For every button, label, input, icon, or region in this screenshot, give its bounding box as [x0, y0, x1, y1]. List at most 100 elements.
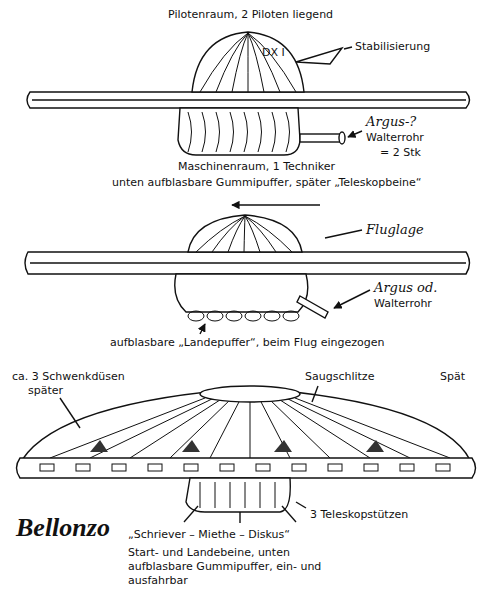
landing-puffer [264, 311, 280, 321]
annotation-label: DX I [262, 46, 285, 60]
rim-opening [400, 464, 414, 471]
hull-rib [245, 482, 246, 508]
rim-line [30, 262, 466, 263]
hull-rib [215, 482, 216, 508]
flight-direction-arrow [232, 204, 320, 205]
annotation-label: 3 Teleskopstützen [310, 508, 408, 522]
middle-saucer [25, 205, 470, 334]
leader-line [296, 502, 306, 508]
panel-line [295, 398, 450, 458]
disc-rim [25, 252, 470, 274]
landing-puffer [245, 311, 261, 321]
panel-line [277, 398, 370, 458]
rib-line [232, 33, 248, 92]
rim-opening [112, 464, 126, 471]
leader-line [344, 47, 352, 49]
rim-opening [364, 464, 378, 471]
annotation-label: unten aufblasbare Gummipuffer, später „T… [112, 176, 422, 190]
annotation-label: Maschinenraum, 1 Techniker [178, 160, 335, 174]
annotation-label: Stabilisierung [355, 40, 430, 54]
panel-line [286, 398, 410, 458]
annotation-label: Walterrohr [366, 131, 424, 145]
annotation-label: später [28, 384, 63, 398]
rim-opening [40, 464, 54, 471]
rim-opening [256, 464, 270, 471]
hull-rib [230, 482, 231, 508]
annotation-label: Walterrohr [374, 297, 432, 311]
puffer-segment [272, 112, 276, 152]
rib-line [248, 33, 296, 92]
rim-openings [40, 464, 450, 471]
rim-opening [292, 464, 306, 471]
landing-leg [184, 506, 198, 522]
stabilizer-fin [296, 48, 342, 64]
annotation-label: aufblasbare „Landepuffer“, beim Flug ein… [110, 336, 384, 350]
disc-rim [27, 92, 470, 108]
puffer-segment [244, 112, 248, 152]
landing-puffer [283, 311, 299, 321]
rib-line [248, 33, 249, 92]
landing-puffer [188, 311, 204, 321]
disc-rim [17, 458, 476, 478]
rib-line [196, 216, 245, 252]
panel-line [268, 398, 330, 458]
rib-line [244, 216, 245, 252]
annotation-label: Saugschlitze [305, 370, 374, 384]
rib-line [245, 216, 260, 252]
hull-panels [50, 398, 450, 458]
pilot-dome [192, 32, 304, 92]
landing-leg [239, 512, 240, 523]
rib-line [245, 216, 292, 252]
top-cap [200, 386, 300, 402]
hull-rib [200, 482, 201, 508]
rib-line [228, 216, 245, 252]
landing-puffers [188, 311, 299, 321]
walter-tube [297, 296, 328, 318]
leader-arrow [334, 290, 370, 308]
rib-line [248, 33, 264, 92]
rib-line [248, 33, 280, 92]
annotation-label: Spät [440, 370, 465, 384]
annotation-label: = 2 Stk [380, 146, 421, 160]
rib-line [212, 216, 245, 252]
landing-puffer [207, 311, 223, 321]
panel-line [130, 398, 223, 458]
panel-line [210, 398, 241, 458]
leader-arrow [348, 131, 362, 137]
drawing-title: Bellonzo [16, 512, 110, 545]
rim-opening [436, 464, 450, 471]
nozzle-window [90, 440, 108, 452]
panel-line [90, 398, 214, 458]
rim-opening [184, 464, 198, 471]
leader-line [312, 386, 318, 402]
rib-line [200, 33, 248, 92]
panel-line [250, 398, 251, 458]
rim-opening [148, 464, 162, 471]
pilot-dome [188, 215, 302, 252]
engine-room [178, 108, 300, 155]
puffer-segment [286, 112, 290, 152]
top-saucer [27, 32, 470, 155]
leader-line [60, 398, 80, 428]
puffer-segment [258, 112, 262, 152]
rim-opening [76, 464, 90, 471]
engine-ribs [188, 112, 290, 152]
annotation-label: „Schriever – Miethe – Diskus“ [128, 528, 290, 542]
bottom-saucer [17, 386, 476, 523]
rim-opening [328, 464, 342, 471]
puffer-segment [216, 112, 220, 152]
annotation-label: Argus od. [374, 280, 437, 296]
walter-tube [300, 134, 340, 142]
landing-leg [282, 506, 296, 522]
annotation-label: Argus-? [366, 114, 416, 130]
engine-room [175, 274, 308, 312]
rib-line [216, 33, 248, 92]
annotation-label: Fluglage [366, 222, 424, 238]
dome-ribs [196, 216, 292, 252]
dome-ribs [200, 33, 296, 92]
hull-rib [260, 482, 261, 508]
tube-nozzle [339, 132, 345, 144]
nozzle-window [366, 440, 384, 452]
